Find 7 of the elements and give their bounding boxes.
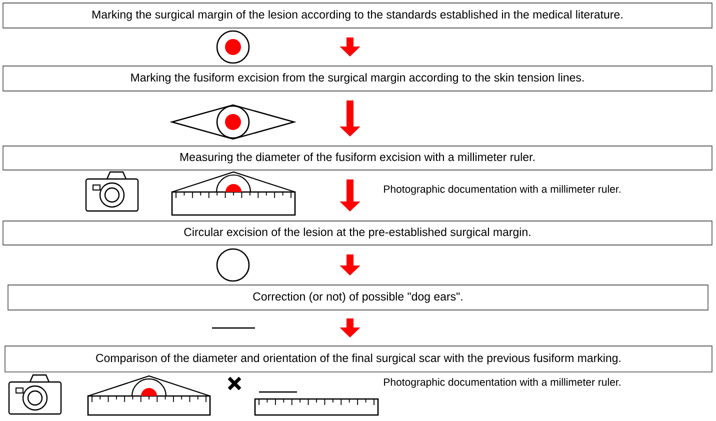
step-box: Measuring the diameter of the fusiform excision with a millimeter ruler. <box>2 146 712 170</box>
step-box: Circular excision of the lesion at the pre-established surgical margin. <box>2 220 712 246</box>
step-box: Comparison of the diameter and orientation of the final surgical scar with the previous fusiform marking. <box>4 346 712 372</box>
step-box: Marking the fusiform excision from the surgical margin according to the skin tension lines. <box>2 66 712 92</box>
step-box: Correction (or not) of possible "dog ears". <box>8 284 708 310</box>
step-box: Marking the surgical margin of the lesion according to the standards established in the medical literature. <box>2 2 712 28</box>
note-text: Photographic documentation with a millimeter ruler. <box>384 185 620 195</box>
